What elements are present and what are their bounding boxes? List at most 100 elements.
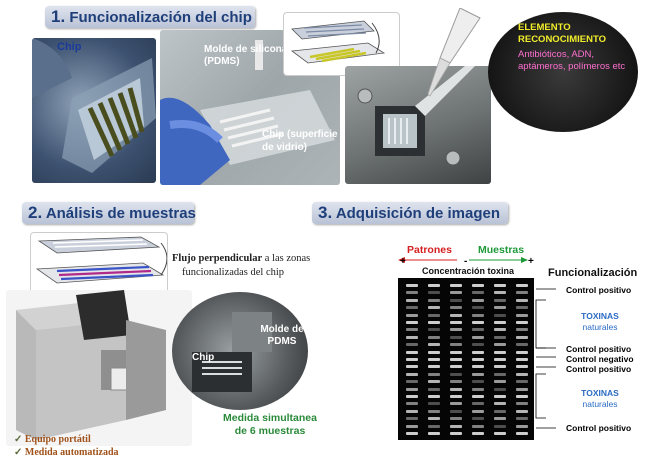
fluorescence-band [516, 432, 528, 435]
pipette-icon [427, 8, 481, 97]
section1-title: 1. Funcionalización del chip [51, 7, 252, 26]
chip-photo-drawing [32, 38, 156, 173]
fluorescence-band [494, 417, 506, 421]
fluorescence-band [428, 343, 440, 347]
fluorescence-band [494, 424, 506, 428]
fluorescence-band [516, 358, 528, 361]
fluorescence-band [516, 313, 528, 317]
fluorescence-band [450, 284, 462, 287]
chip-surface-label: Chip (superficie de vidrio) [262, 129, 338, 153]
fluorescence-band [406, 343, 418, 347]
fluorescence-band [494, 291, 506, 295]
fluorescence-band [450, 321, 462, 324]
fluorescence-band [494, 402, 506, 406]
fluorescence-band [472, 424, 484, 428]
fluorescence-band [428, 313, 440, 317]
check-icon: ✓ [14, 434, 23, 445]
fluorescence-band [428, 284, 440, 287]
fluorescence-band [406, 291, 418, 295]
control-positivo-2: Control positivo [566, 344, 632, 354]
plus-left: + [400, 256, 406, 267]
fluorescence-band [516, 417, 528, 421]
fluorescence-band [472, 358, 484, 361]
fluorescence-band [406, 350, 418, 354]
fluorescence-band [450, 372, 462, 376]
fluorescence-band [450, 387, 462, 391]
fluorescence-band [450, 424, 462, 428]
fluorescence-band [450, 395, 462, 398]
fluorescence-band [516, 328, 528, 332]
fluorescence-band [406, 424, 418, 428]
fluorescence-band [428, 387, 440, 391]
fluorescence-band [450, 335, 462, 339]
fluorescence-band [428, 372, 440, 376]
flow-chip-diagram [30, 232, 168, 298]
fluorescence-band [406, 313, 418, 317]
fluorescence-band [406, 298, 418, 302]
fluorescence-band [450, 306, 462, 310]
fluorescence-band [494, 358, 506, 361]
reader-device-photo [6, 290, 192, 446]
fluorescence-band [406, 358, 418, 361]
fluorescence-band [494, 328, 506, 332]
fluorescence-band [406, 380, 418, 384]
funcionalizacion-header: Funcionalización [548, 267, 638, 279]
fluorescence-band [472, 313, 484, 317]
fluorescence-band [428, 365, 440, 369]
fluorescence-band [450, 328, 462, 332]
toxinas-block-2: TOXINAS naturales [581, 388, 619, 409]
fluorescence-band [428, 335, 440, 339]
fluorescence-band [516, 291, 528, 295]
element-circle: ELEMENTO RECONOCIMIENTO Antibióticos, AD… [488, 12, 638, 132]
fluorescence-band [472, 284, 484, 287]
chip-diagram-top [283, 12, 400, 76]
fluorescence-band [472, 365, 484, 369]
fluorescence-band [450, 313, 462, 317]
fluorescence-band [516, 402, 528, 406]
fluorescence-band [428, 395, 440, 398]
fluorescence-band [406, 395, 418, 398]
fluorescence-band [428, 350, 440, 354]
section3-title: 3. Adquisición de imagen [318, 203, 500, 222]
reader-chip-label: Chip [192, 352, 215, 363]
fluorescence-band [472, 417, 484, 421]
fluorescence-band [494, 387, 506, 391]
simultaneous-label: Medida simultanea de 6 muestras [223, 412, 317, 437]
patrones-label: Patrones [407, 244, 452, 256]
check-icon: ✓ [14, 447, 23, 458]
fluorescence-band [406, 417, 418, 421]
fluorescence-band [450, 365, 462, 369]
plus-right: + [528, 256, 534, 267]
fluorescence-band [494, 395, 506, 398]
section3-banner: 3. Adquisición de imagen [312, 202, 508, 224]
toxinas-block-1: TOXINAS naturales [581, 311, 619, 332]
fluorescence-band [450, 402, 462, 406]
section2-banner: 2. Análisis de muestras [22, 202, 196, 224]
fluorescence-band [472, 387, 484, 391]
fluorescence-band [472, 306, 484, 310]
element-list: Antibióticos, ADN, aptámeros, polímeros … [518, 49, 626, 72]
fluorescence-band [472, 402, 484, 406]
fluorescence-band [450, 380, 462, 384]
fluorescence-band [428, 328, 440, 332]
fluorescence-band [516, 321, 528, 324]
fluorescence-band [428, 298, 440, 302]
fluorescence-band [494, 313, 506, 317]
fluorescence-band [406, 432, 418, 435]
reader-device-drawing [16, 290, 166, 440]
feature-check-1: ✓ Equipo portátil [14, 434, 91, 445]
fluorescence-band [516, 395, 528, 398]
fluorescence-band [494, 321, 506, 324]
fluorescence-band [428, 417, 440, 421]
fluorescence-band [450, 417, 462, 421]
fluorescence-band [494, 380, 506, 384]
fluorescence-band [428, 291, 440, 295]
fluorescence-band [516, 372, 528, 376]
fluorescence-band [494, 350, 506, 354]
control-positivo-4: Control positivo [566, 423, 632, 433]
fluorescence-band [406, 387, 418, 391]
fluorescence-band [450, 350, 462, 354]
fluorescence-band [428, 424, 440, 428]
fluorescence-band [472, 380, 484, 384]
fluorescence-band [516, 298, 528, 302]
